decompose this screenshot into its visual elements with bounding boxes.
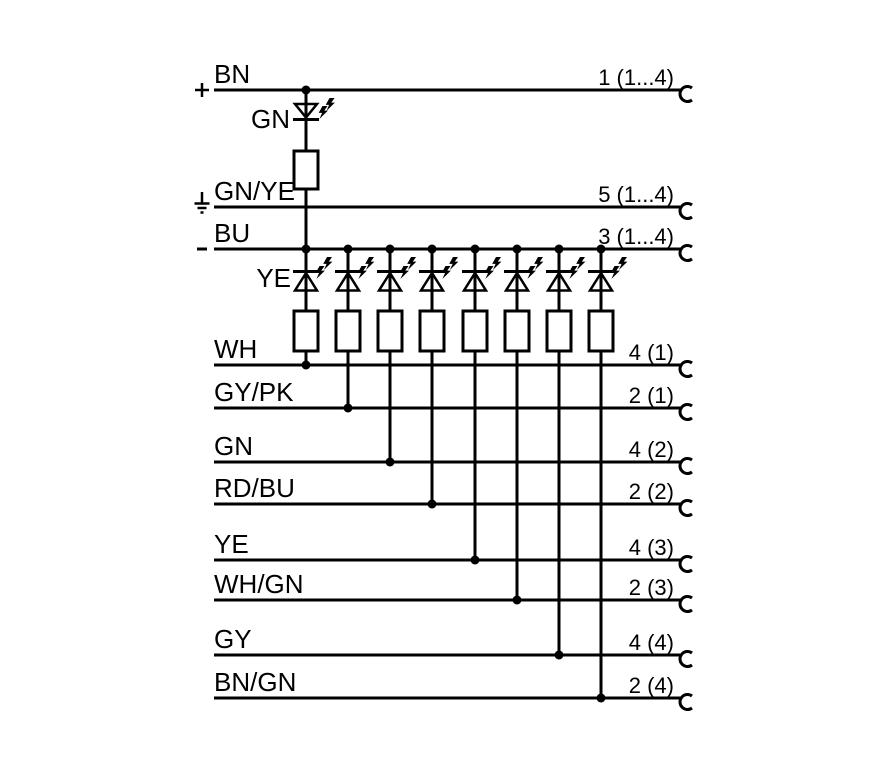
led-resistor-branch-8 (588, 245, 627, 352)
flash-icon (325, 98, 335, 111)
output-wires: WH 4 (1) GY/PK 2 (1) GN 4 (2) RD/BU 2 (2… (214, 334, 693, 711)
wire-gn: GN 4 (2) (214, 431, 693, 475)
pin-label-4-4: 4 (4) (629, 630, 674, 655)
socket-contact-icon (678, 403, 693, 421)
led-resistor-branch-1 (293, 245, 332, 352)
junction-dot (427, 499, 437, 509)
wire-whgn: WH/GN 2 (3) (214, 569, 693, 613)
output-led-branches (293, 245, 627, 698)
led-icon (292, 102, 320, 120)
wire-gy: GY 4 (4) (214, 624, 693, 668)
power-led-label: GN (251, 104, 290, 134)
supply-rails: BN 1 (1...4) GN/YE 5 (1...4) BU (194, 59, 693, 262)
junction-dot (301, 360, 311, 370)
led-resistor-branch-2 (335, 245, 374, 352)
pin-label-3-1-4: 3 (1...4) (598, 224, 674, 249)
wire-wh-label: WH (214, 334, 257, 364)
pin-label-2-2: 2 (2) (629, 479, 674, 504)
plus-symbol (195, 83, 209, 97)
led-resistor-branch-6 (504, 245, 543, 352)
socket-contact-icon (678, 360, 693, 378)
flash-icon (318, 106, 328, 119)
led-resistor-branch-7 (546, 245, 585, 352)
wire-bngn-label: BN/GN (214, 667, 296, 697)
wire-bu: BU 3 (1...4) (197, 218, 693, 262)
wire-gnye: GN/YE 5 (1...4) (194, 176, 693, 220)
socket-contact-icon (678, 499, 693, 517)
wire-gnye-label: GN/YE (214, 176, 295, 206)
junction-dot (554, 650, 564, 660)
resistor (292, 149, 320, 191)
pin-label-4-2: 4 (2) (629, 437, 674, 462)
wire-wh: WH 4 (1) (214, 334, 693, 378)
pin-label-2-4: 2 (4) (629, 673, 674, 698)
pin-label-4-3: 4 (3) (629, 535, 674, 560)
wire-ye-label: YE (214, 529, 249, 559)
socket-contact-icon (678, 244, 693, 262)
socket-contact-icon (678, 202, 693, 220)
socket-contact-icon (678, 693, 693, 711)
led-resistor-branch-5 (462, 245, 501, 352)
pin-label-5-1-4: 5 (1...4) (598, 182, 674, 207)
junction-dot (343, 403, 353, 413)
pin-label-1-1-4: 1 (1...4) (598, 65, 674, 90)
junction-dot (385, 457, 395, 467)
wire-whgn-label: WH/GN (214, 569, 304, 599)
socket-contact-icon (678, 555, 693, 573)
wire-rdbu-label: RD/BU (214, 473, 295, 503)
wire-gypk: GY/PK 2 (1) (214, 377, 693, 421)
junction-dot (596, 693, 606, 703)
wire-bngn: BN/GN 2 (4) (214, 667, 693, 711)
output-led-label: YE (256, 263, 291, 293)
wire-gy-label: GY (214, 624, 252, 654)
wire-bu-label: BU (214, 218, 250, 248)
earth-ground-icon (194, 192, 210, 214)
socket-contact-icon (678, 650, 693, 668)
pin-label-2-1: 2 (1) (629, 383, 674, 408)
power-led-branch: GN (251, 85, 335, 249)
pin-label-4-1: 4 (1) (629, 340, 674, 365)
wire-gn-label: GN (214, 431, 253, 461)
socket-contact-icon (678, 595, 693, 613)
wire-rdbu: RD/BU 2 (2) (214, 473, 693, 517)
wire-gypk-label: GY/PK (214, 377, 294, 407)
socket-contact-icon (678, 457, 693, 475)
wire-bn: BN 1 (1...4) (195, 59, 693, 103)
pin-label-2-3: 2 (3) (629, 575, 674, 600)
junction-dot (301, 85, 311, 95)
led-resistor-branch-4 (419, 245, 458, 352)
socket-contact-icon (678, 85, 693, 103)
junction-dot (512, 595, 522, 605)
led-resistor-branch-3 (377, 245, 416, 352)
wire-ye: YE 4 (3) (214, 529, 693, 573)
junction-dot (470, 555, 480, 565)
wire-bn-label: BN (214, 59, 250, 89)
